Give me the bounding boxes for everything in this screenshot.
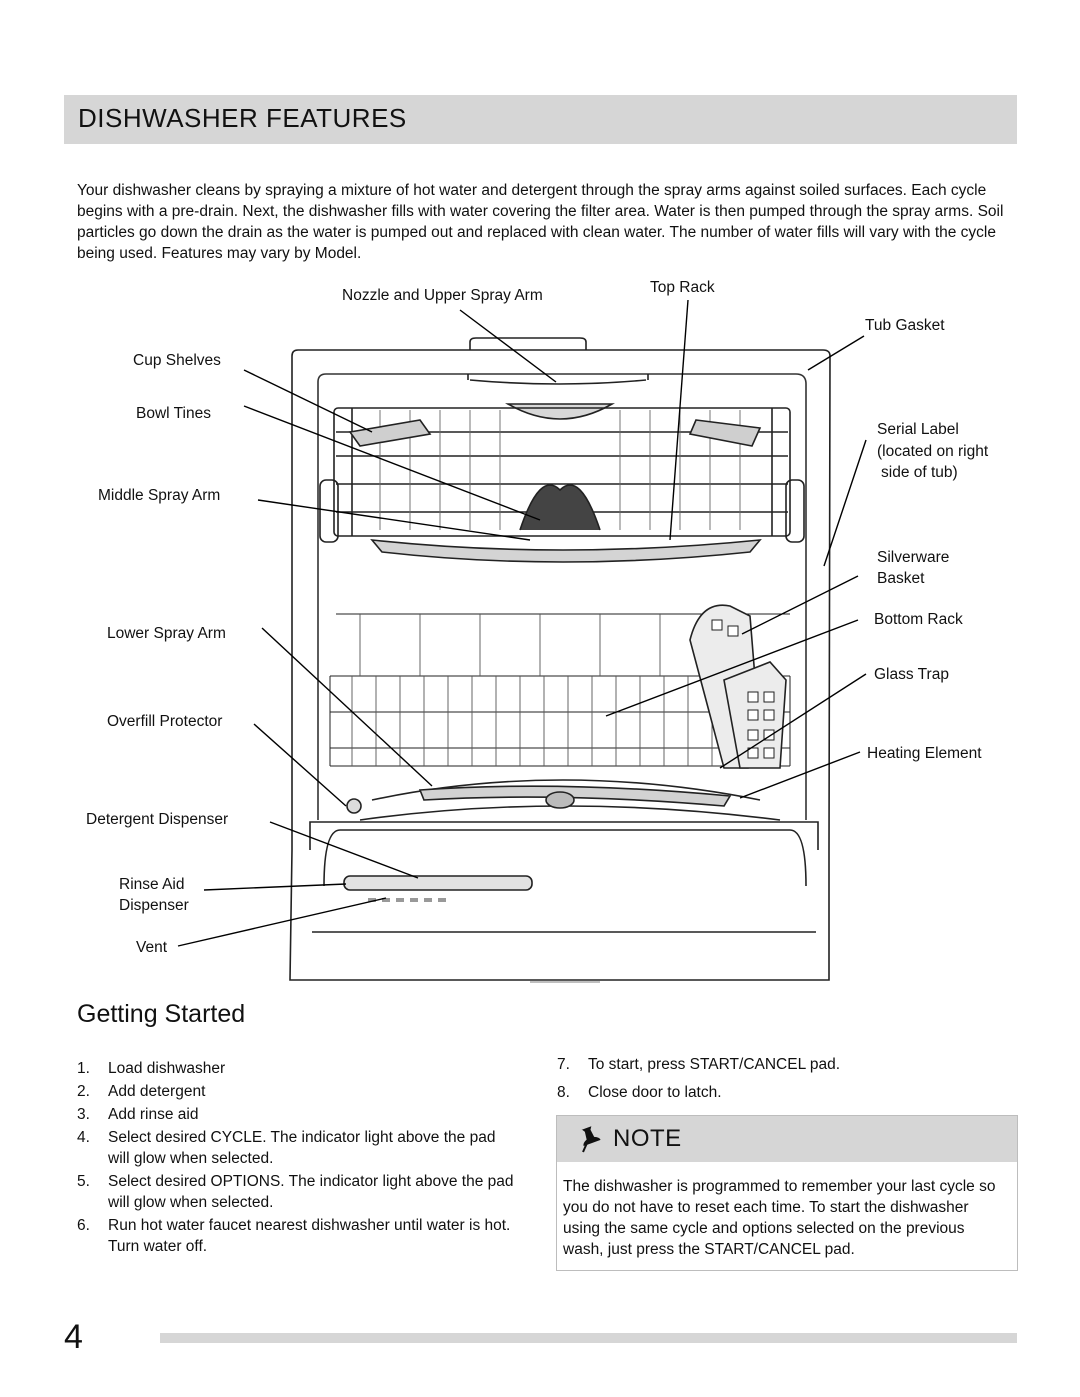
label-heating-element: Heating Element: [867, 745, 982, 762]
label-tub-gasket: Tub Gasket: [865, 317, 945, 334]
label-bowl-tines: Bowl Tines: [136, 405, 211, 422]
getting-started-title: Getting Started: [77, 1000, 246, 1028]
label-bottom-rack: Bottom Rack: [874, 611, 963, 628]
label-silverware: Silverware: [877, 549, 950, 566]
label-detergent-dispenser: Detergent Dispenser: [86, 811, 229, 828]
dishwasher-diagram: [177, 299, 867, 983]
label-dispenser: Dispenser: [119, 897, 189, 914]
footer-bar: [160, 1333, 1017, 1343]
section-title: DISHWASHER FEATURES: [78, 103, 407, 133]
list-item: 1.Load dishwasher: [77, 1060, 226, 1077]
note-text: The dishwasher is programmed to remember…: [563, 1178, 996, 1258]
label-serial-label: Serial Label: [877, 421, 959, 438]
label-vent: Vent: [136, 939, 168, 956]
label-serial-note-line2: side of tub): [881, 464, 958, 481]
label-basket: Basket: [877, 570, 925, 587]
label-glass-trap: Glass Trap: [874, 666, 949, 683]
label-cup-shelves: Cup Shelves: [133, 352, 221, 369]
label-nozzle-upper-spray-arm: Nozzle and Upper Spray Arm: [342, 287, 543, 304]
list-item: 6.Run hot water faucet nearest dishwashe…: [77, 1217, 511, 1255]
list-item: 5.Select desired OPTIONS. The indicator …: [77, 1173, 514, 1211]
left-steps-list: 1.Load dishwasher 2.Add detergent 3.Add …: [77, 1058, 517, 1259]
pushpin-icon: [580, 1126, 601, 1153]
right-steps-list: 7.To start, press START/CANCEL pad. 8.Cl…: [557, 1052, 1017, 1108]
page-number: 4: [64, 1318, 83, 1356]
section-header-bar: DISHWASHER FEATURES: [64, 95, 1017, 144]
label-middle-spray-arm: Middle Spray Arm: [98, 487, 221, 504]
list-item: 2.Add detergent: [77, 1083, 206, 1100]
list-item: 7.To start, press START/CANCEL pad.: [557, 1056, 841, 1073]
label-rinse-aid: Rinse Aid: [119, 876, 185, 893]
list-item: 4.Select desired CYCLE. The indicator li…: [77, 1129, 496, 1167]
intro-paragraph: Your dishwasher cleans by spraying a mix…: [77, 182, 1004, 262]
list-item: 8.Close door to latch.: [557, 1084, 722, 1101]
label-top-rack: Top Rack: [650, 279, 715, 296]
label-overfill-protector: Overfill Protector: [107, 713, 223, 730]
note-box: NOTE The dishwasher is programmed to rem…: [556, 1115, 1018, 1271]
label-serial-note-line1: (located on right: [877, 443, 989, 460]
label-lower-spray-arm: Lower Spray Arm: [107, 625, 226, 642]
note-title: NOTE: [613, 1125, 682, 1152]
list-item: 3.Add rinse aid: [77, 1106, 199, 1123]
note-header: NOTE: [557, 1116, 1017, 1162]
